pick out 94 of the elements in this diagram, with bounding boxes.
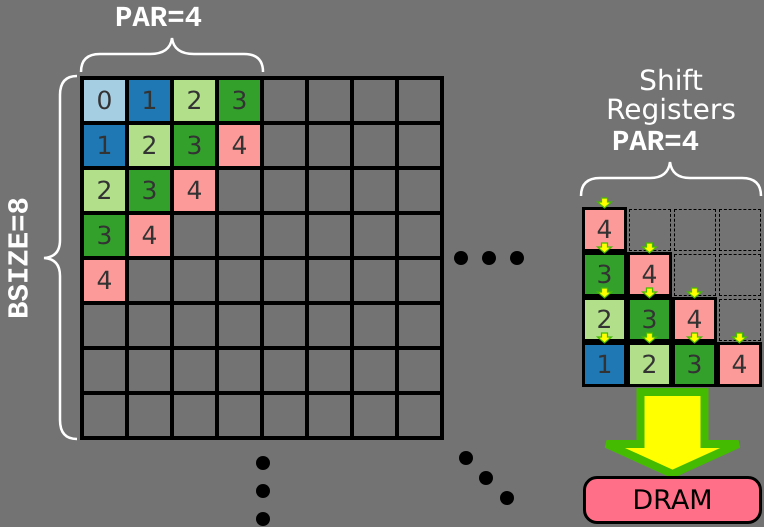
grid-cell [309, 260, 350, 301]
grid-cell [129, 395, 170, 436]
grid-cell [219, 260, 260, 301]
grid-cell: 3 [174, 125, 215, 166]
grid-cell [264, 260, 305, 301]
arrow [602, 388, 742, 478]
grid-cell: 4 [84, 260, 125, 301]
grid-cell [129, 350, 170, 391]
arrow [640, 287, 658, 299]
grid-cell: 2 [129, 125, 170, 166]
grid-cell [399, 350, 440, 391]
grid-cell [399, 80, 440, 121]
block-grid [80, 76, 444, 440]
grid-cell [219, 305, 260, 346]
grid-cell: 4 [174, 170, 215, 211]
register-cell: 3 [672, 342, 717, 387]
arrow [596, 332, 614, 344]
parameter-label: PAR=4 [612, 128, 700, 157]
grid-cell [399, 395, 440, 436]
grid-cell: 1 [129, 80, 170, 121]
grid-cell [174, 260, 215, 301]
grid-cell [309, 305, 350, 346]
arrow [730, 332, 748, 344]
grid-cell [84, 350, 125, 391]
register-cell: 4 [627, 252, 672, 297]
arrow [596, 287, 614, 299]
grid-cell [264, 215, 305, 256]
arrow [686, 332, 704, 344]
grid-cell: 4 [129, 215, 170, 256]
grid-cell [174, 305, 215, 346]
grid-cell [399, 305, 440, 346]
register-cell: 2 [582, 297, 627, 342]
grid-cell [354, 350, 395, 391]
register-cell: 1 [582, 342, 627, 387]
memory-box: DRAM [583, 476, 762, 524]
grid-cell [129, 305, 170, 346]
arrow [596, 242, 614, 254]
grid-cell [264, 170, 305, 211]
grid-cell [264, 350, 305, 391]
grid-cell [309, 80, 350, 121]
grid-cell [264, 395, 305, 436]
register-cell: 3 [582, 252, 627, 297]
heading: Shift Registers [605, 66, 737, 124]
grid-cell [264, 80, 305, 121]
grid-cell [399, 125, 440, 166]
register-cell: 4 [717, 342, 762, 387]
grid-cell [354, 305, 395, 346]
grid-cell [354, 125, 395, 166]
grid-cell [309, 350, 350, 391]
grid-cell [309, 170, 350, 211]
grid-cell: 3 [84, 215, 125, 256]
parameter-label: BSIZE=8 [6, 197, 34, 319]
grid-cell [354, 80, 395, 121]
grid-cell [219, 215, 260, 256]
grid-cell [309, 215, 350, 256]
register-cell: 2 [627, 342, 672, 387]
grid-cell [354, 215, 395, 256]
grid-cell: 2 [174, 80, 215, 121]
grid-cell [399, 215, 440, 256]
arrow [596, 197, 614, 209]
grid-cell [219, 395, 260, 436]
grid-cell [309, 125, 350, 166]
grid-cell [264, 125, 305, 166]
arrow [686, 287, 704, 299]
grid-cell: 1 [84, 125, 125, 166]
grid-cell: 0 [84, 80, 125, 121]
grid-cell [309, 395, 350, 436]
empty-register-cell [719, 254, 761, 296]
grid-cell [399, 170, 440, 211]
grid-cell [219, 350, 260, 391]
empty-register-cell [674, 209, 716, 251]
empty-register-cell [719, 209, 761, 251]
grid-cell [174, 215, 215, 256]
grid-cell: 3 [219, 80, 260, 121]
arrow [640, 242, 658, 254]
grid-cell: 3 [129, 170, 170, 211]
register-cell: 4 [582, 207, 627, 252]
grid-cell [174, 350, 215, 391]
grid-cell [354, 395, 395, 436]
grid-cell [129, 260, 170, 301]
grid-cell [354, 170, 395, 211]
grid-cell [84, 305, 125, 346]
grid-cell [219, 170, 260, 211]
grid-cell [264, 305, 305, 346]
grid-cell [399, 260, 440, 301]
parameter-label: PAR=4 [115, 4, 202, 33]
grid-cell: 4 [219, 125, 260, 166]
grid-cell [84, 395, 125, 436]
grid-cell [174, 395, 215, 436]
register-cell: 4 [672, 297, 717, 342]
grid-cell [354, 260, 395, 301]
register-cell: 3 [627, 297, 672, 342]
arrow [640, 332, 658, 344]
grid-cell: 2 [84, 170, 125, 211]
